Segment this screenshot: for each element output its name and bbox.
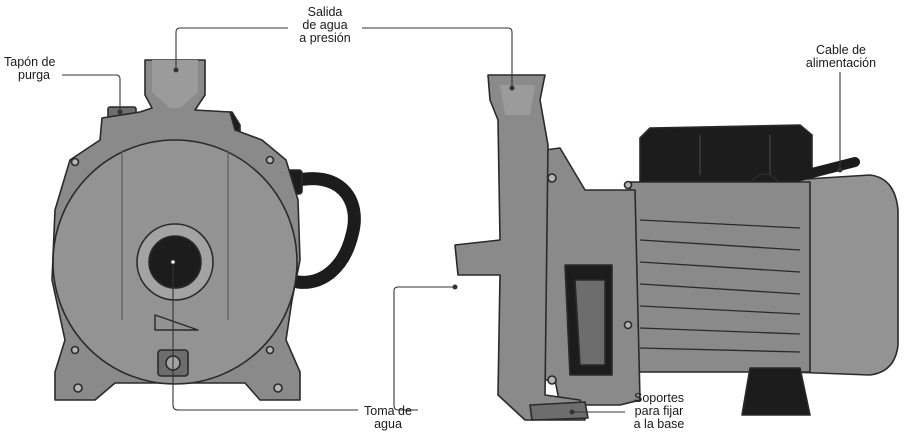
front-bolt-1	[70, 157, 80, 167]
leader-salida-front	[175, 27, 288, 70]
label-salida-line3: a presión	[299, 31, 351, 45]
label-toma-line1: Toma de	[364, 404, 412, 418]
front-triangle-mark	[154, 314, 199, 331]
leader-dot-toma-front	[170, 259, 176, 265]
front-outlet-neck	[152, 60, 198, 108]
side-motor-endcap	[789, 174, 899, 376]
label-tapon: Tapón de purga	[4, 56, 70, 82]
side-cover-detail	[699, 135, 771, 175]
side-bolt-1	[547, 173, 557, 183]
side-bolt-2	[547, 375, 557, 385]
leader-dot-tapon	[117, 109, 123, 115]
side-volute	[454, 74, 586, 421]
label-salida-line2: de agua	[302, 18, 348, 32]
leader-dot-toma-side	[452, 284, 458, 290]
front-bolt-4	[265, 345, 275, 355]
side-motor-fins	[639, 219, 801, 353]
label-cable-line2: alimentación	[805, 56, 877, 70]
leader-dot-cable	[837, 167, 843, 173]
leader-dot-soportes	[569, 409, 575, 415]
label-salida-line1: Salida	[307, 5, 343, 19]
label-soportes-line2: para fijar	[634, 404, 684, 418]
leader-toma-side	[393, 286, 455, 411]
side-bolt-4	[623, 320, 633, 330]
label-soportes: Soportes para fijar a la base	[626, 392, 692, 431]
leader-tapon	[62, 74, 121, 112]
side-motor-cover	[639, 124, 813, 183]
side-bolt-3	[623, 180, 633, 190]
leader-toma-front	[172, 262, 358, 411]
front-bolt-3	[70, 345, 80, 355]
leader-dot-salida-front	[173, 67, 179, 73]
leader-salida-side	[362, 27, 513, 88]
side-bracket-window-inner	[574, 279, 606, 366]
front-bolt-2	[265, 155, 275, 165]
label-soportes-line1: Soportes	[633, 391, 685, 405]
leader-lines	[62, 27, 843, 415]
front-base-hole-2	[273, 383, 283, 393]
side-base-support	[529, 401, 589, 421]
pump-side-view	[454, 74, 899, 421]
label-tapon-line1: Tapón de	[4, 55, 56, 69]
label-soportes-line3: a la base	[633, 417, 685, 431]
label-toma: Toma de agua	[356, 405, 420, 431]
front-power-cable	[283, 172, 361, 289]
label-cable: Cable de alimentación	[796, 44, 886, 70]
pump-front-view	[51, 59, 361, 401]
front-base-hole-1	[73, 383, 83, 393]
side-rubber-foot	[741, 367, 811, 416]
label-cable-line1: Cable de	[815, 43, 867, 57]
label-tapon-line2: purga	[18, 68, 50, 82]
leader-dot-salida-side	[509, 85, 515, 91]
label-salida: Salida de agua a presión	[292, 6, 358, 45]
side-outlet-highlight	[500, 85, 535, 115]
side-motor-body	[629, 181, 811, 373]
label-toma-line2: agua	[374, 417, 402, 431]
